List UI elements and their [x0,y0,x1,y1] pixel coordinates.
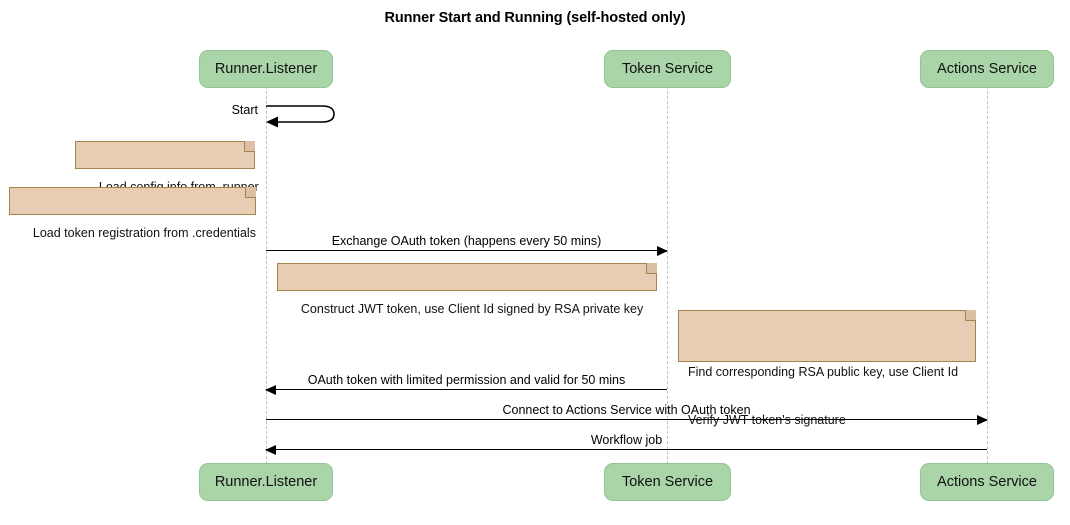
note-text-line-1: Find corresponding RSA public key, use C… [688,365,959,379]
participant-runner-bottom[interactable]: Runner.Listener [199,463,333,501]
lifeline-runner [266,86,267,464]
lifeline-actions [987,86,988,464]
participant-label: Token Service [621,61,714,77]
self-message-label-start: Start [231,103,258,117]
note-fold-corner-icon [965,310,976,321]
message-workflow-job [265,444,987,455]
note-construct-jwt: Construct JWT token, use Client Id signe… [277,263,657,316]
lifeline-token [667,86,668,464]
note-fold-corner-icon [245,187,256,198]
participant-actions-top[interactable]: Actions Service [920,50,1054,88]
participant-label: Runner.Listener [214,474,318,490]
participant-runner-top[interactable]: Runner.Listener [199,50,333,88]
participant-actions-bottom[interactable]: Actions Service [920,463,1054,501]
participant-label: Actions Service [937,61,1037,77]
note-fold-corner-icon [646,263,657,274]
message-label-exchange: Exchange OAuth token (happens every 50 m… [331,234,602,248]
message-oauth-token-return [265,384,667,395]
message-label-oauth-return: OAuth token with limited permission and … [307,373,626,387]
arrowhead-left-icon [265,384,276,395]
participant-label: Actions Service [937,474,1037,490]
self-message-start [266,104,346,132]
page-title: Runner Start and Running (self-hosted on… [384,10,686,26]
message-connect-actions-service [266,414,988,425]
message-label-workflow-job: Workflow job [590,433,663,447]
message-label-connect: Connect to Actions Service with OAuth to… [502,403,751,417]
note-text: Load token registration from .credential… [32,226,256,240]
note-text: Construct JWT token, use Client Id signe… [300,302,644,316]
message-exchange-oauth-token [266,245,668,256]
arrowhead-right-icon [977,414,988,425]
participant-token-top[interactable]: Token Service [604,50,731,88]
note-load-token-registration: Load token registration from .credential… [9,187,256,240]
arrowhead-left-icon [265,444,276,455]
participant-label: Runner.Listener [214,61,318,77]
participant-label: Token Service [621,474,714,490]
note-load-config: Load config info from .runner [75,141,259,194]
participant-token-bottom[interactable]: Token Service [604,463,731,501]
note-verify-jwt: Find corresponding RSA public key, use C… [678,310,976,427]
note-fold-corner-icon [244,141,255,152]
arrowhead-right-icon [657,245,668,256]
note-text-line-2: Verify JWT token's signature [688,413,846,427]
